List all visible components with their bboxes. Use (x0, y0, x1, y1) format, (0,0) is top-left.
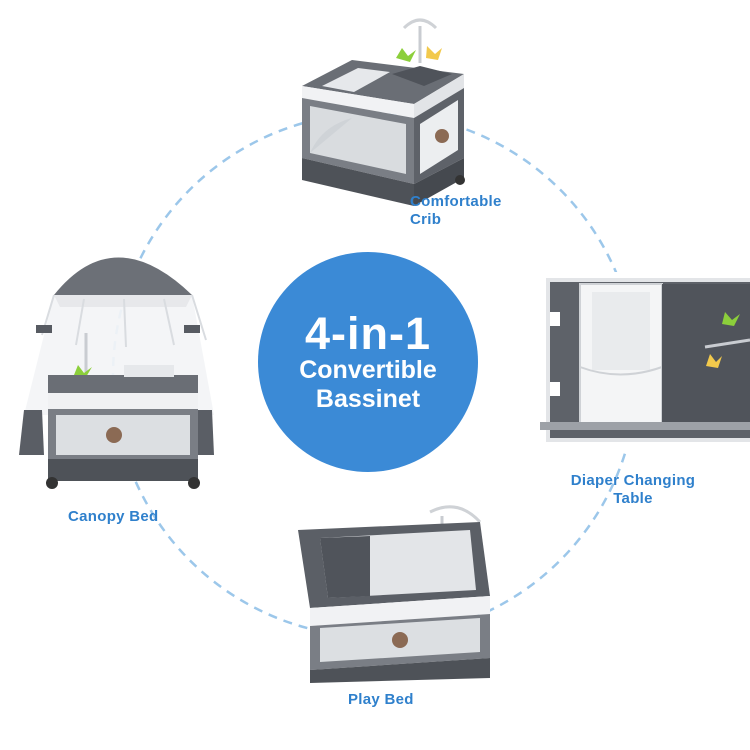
play-bed-image (298, 505, 490, 683)
label-crib-line2: Crib (410, 211, 442, 228)
label-diaper-changing-table: Diaper Changing Table (557, 472, 709, 508)
headline-number: 4-in-1 (304, 307, 431, 359)
headline-circle: 4-in-1 Convertible Bassinet (258, 252, 478, 472)
label-crib-line1: Comfortable (410, 193, 502, 210)
label-diaper-line1: Diaper Changing (570, 472, 696, 489)
label-comfortable-crib: Comfortable Crib (410, 193, 502, 229)
headline-line-bassinet: Bassinet (315, 384, 421, 413)
label-canopy-bed: Canopy Bed (68, 508, 159, 525)
label-diaper-line2: Table (613, 490, 653, 507)
headline-line-convertible: Convertible (299, 355, 437, 384)
diaper-changing-table-image (540, 272, 750, 452)
label-play-bed: Play Bed (348, 691, 414, 708)
canopy-bed-image (19, 257, 214, 489)
comfortable-crib-image (302, 18, 465, 206)
